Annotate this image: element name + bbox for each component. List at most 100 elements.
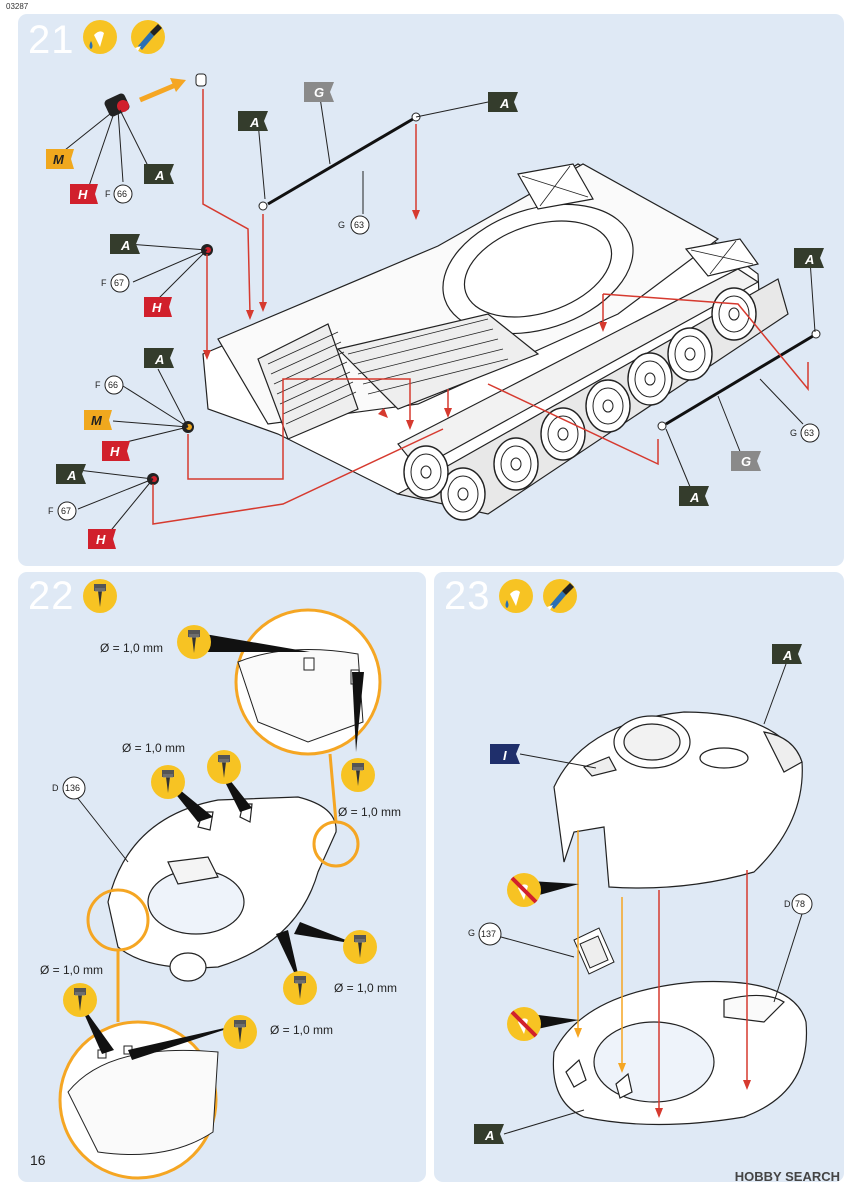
svg-text:A: A <box>804 252 814 267</box>
orange-arrow-shaft <box>139 81 179 103</box>
orange-assembly-arrows <box>577 830 623 1067</box>
step-22-illustration: D 136 Ø = 1,0 mm Ø = 1,0 mm Ø = 1,0 mm Ø… <box>40 578 401 1180</box>
part-number: 78 <box>795 899 805 909</box>
engine-grille-lines <box>267 165 754 425</box>
paint-icon <box>543 579 577 613</box>
part-prefix: D <box>52 783 59 793</box>
svg-text:A: A <box>154 168 164 183</box>
paint-flag-H: H <box>88 529 116 549</box>
paint-flag-A: A <box>238 111 268 131</box>
svg-text:63: 63 <box>804 428 814 438</box>
svg-text:Ø = 1,0 mm: Ø = 1,0 mm <box>40 963 103 977</box>
drill-icon <box>340 757 376 793</box>
svg-text:F: F <box>48 506 54 516</box>
svg-text:A: A <box>782 648 792 663</box>
drill-icon <box>82 578 118 614</box>
svg-text:G: G <box>338 220 345 230</box>
part-number: 137 <box>481 929 496 939</box>
svg-text:63: 63 <box>354 220 364 230</box>
svg-text:A: A <box>154 352 164 367</box>
svg-text:G: G <box>790 428 797 438</box>
watermark: HOBBY SEARCH <box>734 1169 840 1184</box>
step-number: 21 <box>28 18 75 62</box>
svg-text:I: I <box>503 748 507 763</box>
no-glue-icon <box>505 1005 543 1043</box>
leader-line <box>75 795 129 863</box>
paint-flag-I: I <box>490 744 520 764</box>
paint-flag-A: A <box>794 248 824 268</box>
svg-text:M: M <box>91 413 103 428</box>
step-22-panel: 22 <box>18 572 426 1182</box>
step-21-illustration: A G A M H A A H <box>46 20 824 549</box>
drill-icon <box>62 982 98 1018</box>
step-number: 23 <box>444 574 491 618</box>
turret-part-d136 <box>107 796 337 982</box>
tow-cable-top <box>258 112 421 211</box>
paint-flag-A: A <box>56 464 86 484</box>
step-number: 22 <box>28 574 75 618</box>
part-prefix: G <box>468 928 475 938</box>
svg-text:Ø = 1,0 mm: Ø = 1,0 mm <box>338 805 401 819</box>
turret-lower-part <box>552 980 808 1126</box>
no-glue-icon <box>505 871 543 909</box>
svg-text:A: A <box>120 238 130 253</box>
paint-flag-H: H <box>70 184 98 204</box>
svg-text:F: F <box>101 278 107 288</box>
paint-flag-G: G <box>731 451 761 471</box>
drill-icon <box>150 764 186 800</box>
paint-flag-A: A <box>772 644 802 664</box>
drill-icon <box>206 749 242 785</box>
svg-text:H: H <box>110 444 120 459</box>
document-code: 03287 <box>6 2 29 11</box>
red-arrow-heads <box>203 210 607 430</box>
svg-text:A: A <box>689 490 699 505</box>
step-21-panel: 21 <box>18 14 844 566</box>
svg-text:67: 67 <box>114 278 124 288</box>
svg-text:Ø = 1,0 mm: Ø = 1,0 mm <box>270 1023 333 1037</box>
svg-text:M: M <box>53 152 65 167</box>
svg-text:G: G <box>741 454 751 469</box>
red-arrow-heads <box>655 1080 751 1118</box>
svg-text:A: A <box>484 1128 494 1143</box>
paint-flag-H: H <box>144 297 172 317</box>
step-23-panel: 23 <box>434 572 844 1182</box>
svg-text:Ø = 1,0 mm: Ø = 1,0 mm <box>100 641 163 655</box>
paint-flag-M: M <box>46 149 74 169</box>
drill-icon <box>176 624 212 660</box>
paint-flag-A: A <box>144 348 174 368</box>
red-assembly-arrows <box>658 870 748 1112</box>
paint-icon <box>131 20 165 54</box>
glue-icon <box>83 20 117 54</box>
part-number: 136 <box>65 783 80 793</box>
paint-flag-H: H <box>102 441 130 461</box>
headlight-part <box>104 93 130 117</box>
svg-text:A: A <box>249 115 259 130</box>
svg-text:H: H <box>96 532 106 547</box>
svg-text:67: 67 <box>61 506 71 516</box>
orange-arrow-head <box>170 78 186 92</box>
paint-flag-A: A <box>488 92 518 112</box>
orange-arrow-heads <box>574 1028 626 1073</box>
svg-text:Ø = 1,0 mm: Ø = 1,0 mm <box>122 741 185 755</box>
paint-flag-A: A <box>144 164 174 184</box>
leader-lines <box>59 83 816 535</box>
red-assembly-arrows <box>152 89 809 525</box>
tow-cable-right <box>657 329 821 431</box>
lens-part <box>195 73 207 87</box>
svg-text:H: H <box>78 187 88 202</box>
svg-text:66: 66 <box>117 189 127 199</box>
svg-text:Ø = 1,0 mm: Ø = 1,0 mm <box>334 981 397 995</box>
paint-flag-G: G <box>304 82 334 102</box>
svg-text:F: F <box>95 380 101 390</box>
turret-upper-part <box>553 711 803 889</box>
step-23-illustration: A I A D 78 G 137 <box>468 579 813 1144</box>
drill-icon <box>342 929 378 965</box>
svg-text:G: G <box>314 85 324 100</box>
paint-flag-A: A <box>110 234 140 254</box>
drill-icon <box>222 1014 258 1050</box>
svg-text:A: A <box>499 96 509 111</box>
svg-text:66: 66 <box>108 380 118 390</box>
small-part-g137 <box>573 927 615 975</box>
svg-text:F: F <box>105 189 111 199</box>
paint-flag-A: A <box>474 1124 504 1144</box>
